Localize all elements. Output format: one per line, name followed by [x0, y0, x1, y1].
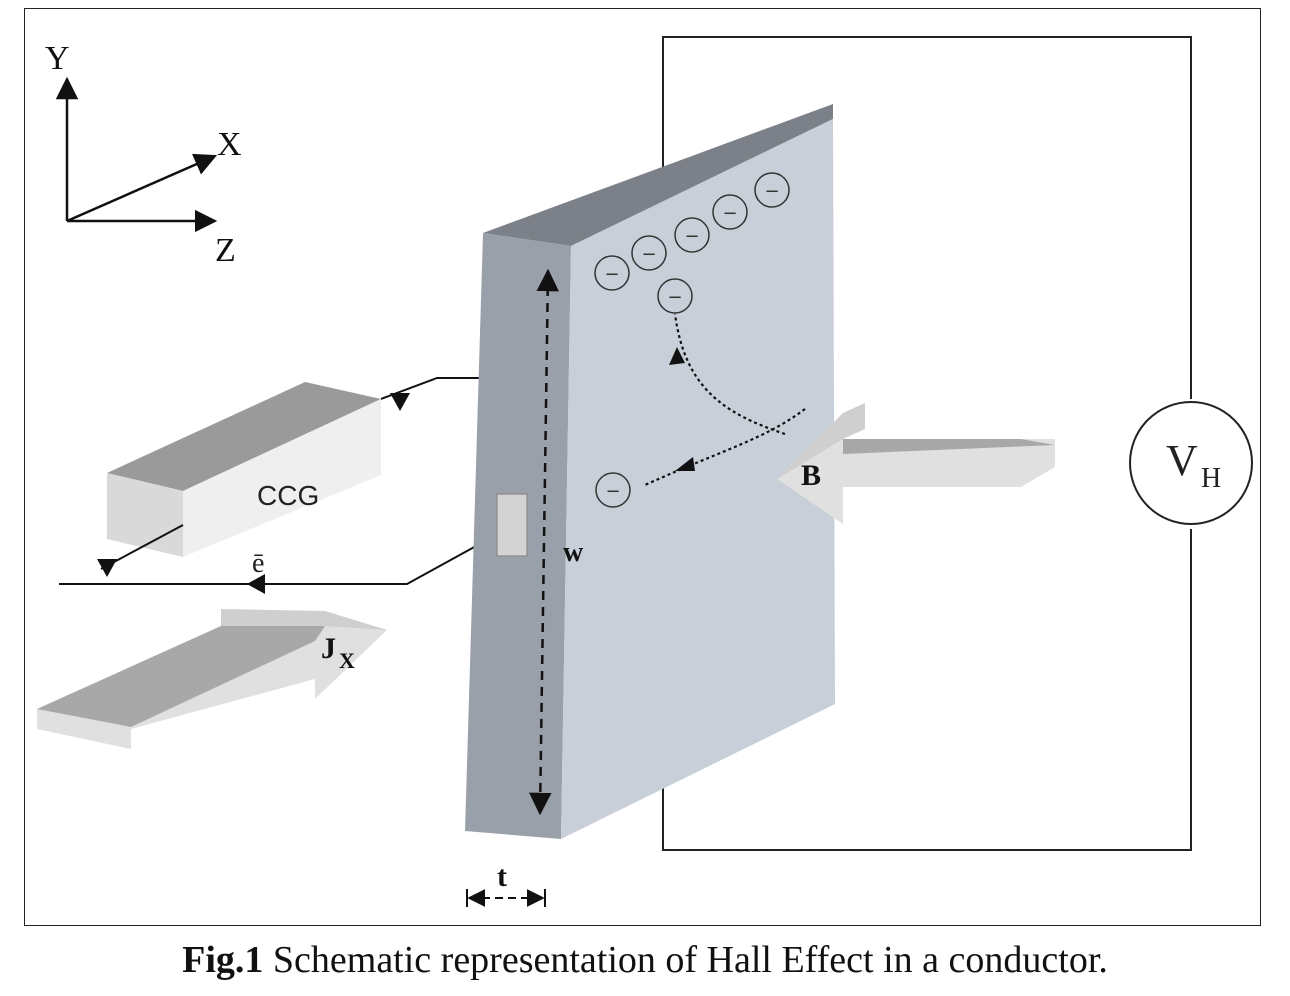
electron-path-initial	[644, 408, 806, 487]
x-axis-label: X	[217, 126, 242, 163]
thickness-indicator: t	[466, 860, 546, 907]
electron-path-deflected	[673, 313, 786, 436]
wire-arrow-top	[390, 393, 410, 411]
circuit-wire-bottom	[662, 529, 1192, 851]
voltmeter-symbol: V	[1166, 436, 1198, 485]
source-label: CCG	[257, 480, 319, 511]
supply-wire-top	[380, 377, 480, 400]
voltmeter-subscript: H	[1201, 463, 1221, 494]
electron-sign: −	[722, 203, 737, 224]
magnetic-field-label: B	[801, 459, 821, 492]
conductor-slab	[465, 104, 835, 839]
electron-sign: −	[605, 481, 620, 502]
width-indicator	[529, 268, 559, 816]
block-front-face	[183, 399, 381, 557]
electrode-contact	[496, 493, 528, 557]
electron-sign: −	[604, 264, 619, 285]
electron: −	[595, 472, 631, 508]
electron: −	[631, 235, 667, 271]
block-top-face	[107, 382, 381, 491]
figure-frame: Y X Z V H CCG ē J X w	[24, 8, 1261, 926]
wire-arrow-left	[97, 559, 117, 577]
caption-prefix: Fig.1	[182, 939, 264, 981]
thickness-label: t	[497, 860, 507, 893]
electron-sign: −	[641, 244, 656, 265]
electron: −	[754, 172, 790, 208]
caption-text: Schematic representation of Hall Effect …	[263, 939, 1108, 981]
electron-sign: −	[684, 226, 699, 247]
electron-sign: −	[667, 287, 682, 308]
electron: −	[674, 217, 710, 253]
figure-caption: Fig.1 Schematic representation of Hall E…	[0, 938, 1290, 982]
circuit-wire-top	[662, 36, 1192, 399]
width-label: w	[563, 537, 584, 568]
wire-arrow-bottom	[247, 574, 265, 594]
hall-voltmeter: V H	[1129, 401, 1253, 525]
current-density-subscript: X	[339, 648, 355, 673]
z-axis-label: Z	[215, 232, 236, 269]
electron: −	[594, 255, 630, 291]
coordinate-axes: Y X Z	[45, 40, 242, 269]
slab-top-face	[483, 104, 833, 246]
slab-front-face	[561, 119, 835, 839]
electron-path-arrow-1	[675, 457, 695, 471]
current-source-block: CCG	[107, 382, 381, 557]
electron-sign: −	[764, 181, 779, 202]
electrons: − − − − − − −	[594, 172, 790, 508]
electron: −	[657, 278, 693, 314]
y-axis-label: Y	[45, 40, 70, 77]
x-axis	[66, 153, 218, 223]
electron-path-arrow-2	[669, 347, 685, 365]
current-density-label: J	[321, 632, 336, 665]
hall-effect-diagram: Y X Z V H CCG ē J X w	[37, 36, 1253, 907]
electron-flow-label: ē	[252, 548, 264, 579]
electron: −	[712, 194, 748, 230]
current-density-arrow: J X	[37, 609, 387, 749]
magnetic-field-arrow: B	[777, 403, 1055, 524]
